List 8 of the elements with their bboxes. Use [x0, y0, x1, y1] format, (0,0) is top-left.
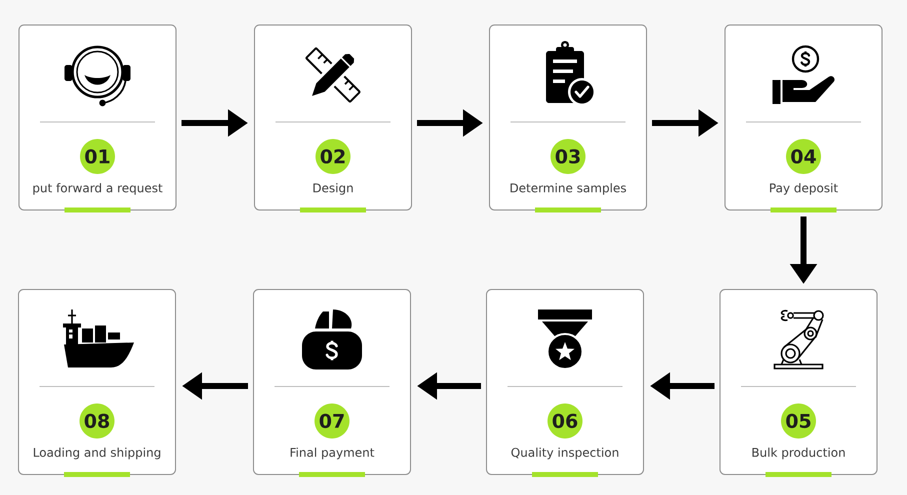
number-badge: 02 [316, 139, 350, 174]
number-badge: 07 [314, 404, 350, 438]
number-badge: 04 [786, 139, 821, 174]
number-badge: 03 [550, 139, 586, 174]
number-badge: 08 [80, 404, 114, 438]
number-badge: 05 [781, 404, 816, 438]
number-badge: 01 [80, 139, 115, 174]
number-badge: 06 [548, 404, 582, 438]
